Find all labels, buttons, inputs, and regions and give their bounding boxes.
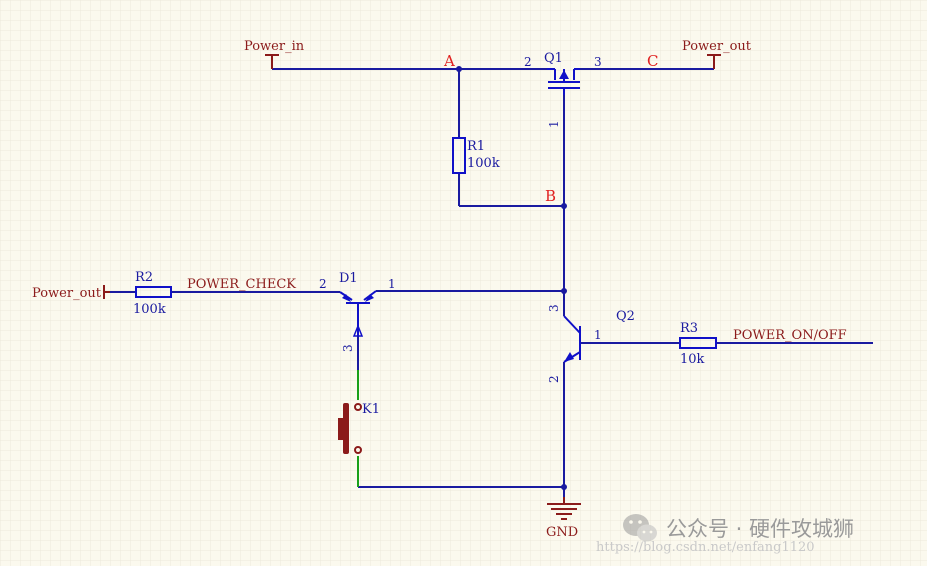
gnd-symbol [547,497,581,520]
watermark-brand: 公众号 · 硬件攻城狮 [666,517,854,541]
power-out-left-port-symbol [103,285,110,299]
net-power-check-label: POWER_CHECK [187,277,296,292]
junction-gnd [561,484,567,490]
junctions [456,66,567,490]
r1-value: 100k [467,156,500,171]
power-in-label: Power_in [244,39,305,54]
k1-ref: K1 [362,402,380,417]
junction-b [561,203,567,209]
q2-pin-3: 3 [547,304,561,312]
q2-ref: Q2 [616,309,635,324]
q1-mosfet: Q1 2 3 1 [524,51,602,128]
r1-ref: R1 [467,139,485,154]
r2-ref: R2 [135,270,153,285]
q1-pin-2: 2 [524,55,532,69]
d1-bottom-arrow-icon [352,323,364,337]
d1-pin-2: 2 [319,277,327,291]
watermark-url: https://blog.csdn.net/enfang1120 [596,540,815,555]
ports [103,54,721,299]
d1-component: D1 2 1 3 [319,271,396,352]
q2-pin-1: 1 [594,328,602,342]
d1-right-arrow-icon [365,294,374,302]
r3-resistor: R3 10k [679,321,717,367]
d1-left-arrow-icon [342,294,351,302]
node-b-label: B [545,187,556,205]
node-a-label: A [443,52,455,70]
q2-arrow-icon [564,352,574,362]
q2-transistor: Q2 1 3 2 [547,304,635,383]
q1-pin-1: 1 [547,120,561,128]
k1-switch: K1 [338,402,380,454]
power-out-left-label: Power_out [32,286,102,301]
k1-button [338,418,344,440]
d1-ref: D1 [339,271,358,286]
wechat-icon [623,514,657,542]
power-out-top-port-symbol [707,54,721,69]
d1-pin-3: 3 [341,344,355,352]
gnd-label: GND [546,525,578,540]
watermark: 公众号 · 硬件攻城狮 https://blog.csdn.net/enfang… [596,514,854,555]
r2-resistor: R2 100k [133,270,172,317]
node-c-label: C [647,52,658,70]
q1-ref: Q1 [544,51,563,66]
r2-value: 100k [133,302,166,317]
power-in-port-symbol [265,54,279,69]
junction-d1 [561,288,567,294]
k1-body [343,403,349,454]
r1-resistor: R1 100k [452,137,500,174]
q1-pin-3: 3 [594,55,602,69]
junction-a [456,66,462,72]
q2-pin-2: 2 [547,375,561,383]
q1-arrow-icon [559,70,569,79]
net-power-onoff-label: POWER_ON/OFF [733,328,847,343]
d1-pin-1: 1 [388,277,396,291]
r3-ref: R3 [680,321,698,336]
r3-value: 10k [680,352,705,367]
power-out-top-label: Power_out [682,39,752,54]
